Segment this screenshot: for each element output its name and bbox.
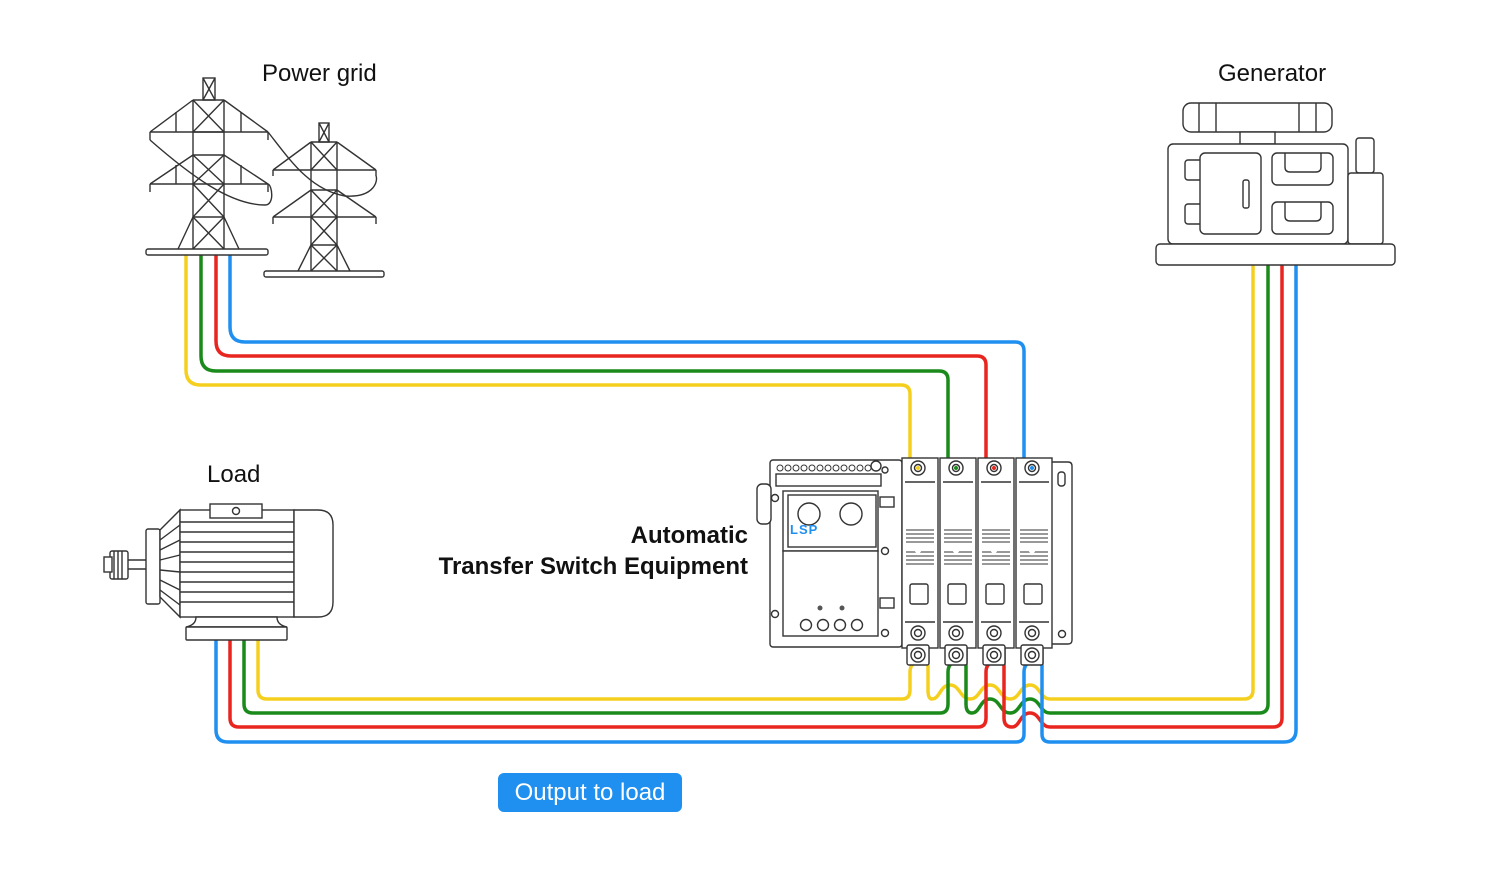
ats-label-line2: Transfer Switch Equipment xyxy=(438,553,748,580)
ats-equipment-icon xyxy=(756,457,1073,666)
output-to-load-button[interactable]: Output to load xyxy=(498,773,682,812)
load-wire-blue xyxy=(214,638,1034,744)
power-grid-label: Power grid xyxy=(262,60,377,87)
ats-brand-logo: LSP xyxy=(790,522,819,537)
grid-wire-blue xyxy=(228,254,1026,464)
grid-wire-green xyxy=(199,254,950,464)
gen-wire-green xyxy=(954,264,1270,715)
grid-to-ats-wires xyxy=(184,254,1026,464)
load-wire-red xyxy=(228,638,996,729)
ats-label: Automatic Transfer Switch Equipment xyxy=(439,520,748,582)
switch-pole-l3 xyxy=(977,457,1015,649)
switch-pole-l2 xyxy=(939,457,977,649)
switch-pole-n xyxy=(1015,457,1053,649)
ats-label-line1: Automatic xyxy=(630,522,748,549)
generator-icon xyxy=(1155,102,1396,266)
ats-to-load-wires xyxy=(214,638,1034,744)
load-wire-yellow xyxy=(256,638,920,701)
load-label: Load xyxy=(207,461,261,488)
switch-pole-l1 xyxy=(901,457,939,649)
generator-label: Generator xyxy=(1218,60,1327,87)
load-wire-green xyxy=(242,638,958,715)
grid-wire-yellow xyxy=(184,254,912,464)
grid-wire-red xyxy=(214,254,988,464)
motor-icon xyxy=(103,503,334,641)
power-grid-icon xyxy=(145,77,385,278)
